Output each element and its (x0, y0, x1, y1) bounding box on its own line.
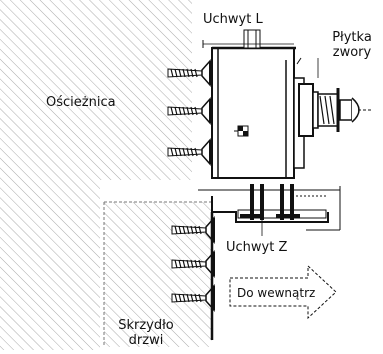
direction-arrow-icon (229, 264, 337, 320)
label-plytka-line1: Płytka (332, 30, 372, 45)
label-plytka-zwory: Płytka zwory (326, 30, 378, 60)
label-oscieznica: Ościeżnica (46, 95, 116, 110)
label-skrzydlo-line1: Skrzydło (118, 318, 174, 333)
label-skrzydlo-line2: drzwi (128, 333, 164, 348)
label-do-wewnatrz: Do wewnątrz (237, 286, 316, 300)
z-bracket (198, 184, 341, 340)
label-uchwyt-l: Uchwyt L (203, 12, 263, 27)
label-skrzydlo-drzwi: Skrzydło drzwi (110, 318, 182, 348)
door-leaf (103, 201, 212, 347)
label-uchwyt-z: Uchwyt Z (226, 240, 288, 255)
l-bracket (202, 29, 296, 179)
label-plytka-line2: zwory (332, 45, 372, 60)
armature-plate (298, 83, 372, 137)
leader-lines (261, 58, 319, 236)
